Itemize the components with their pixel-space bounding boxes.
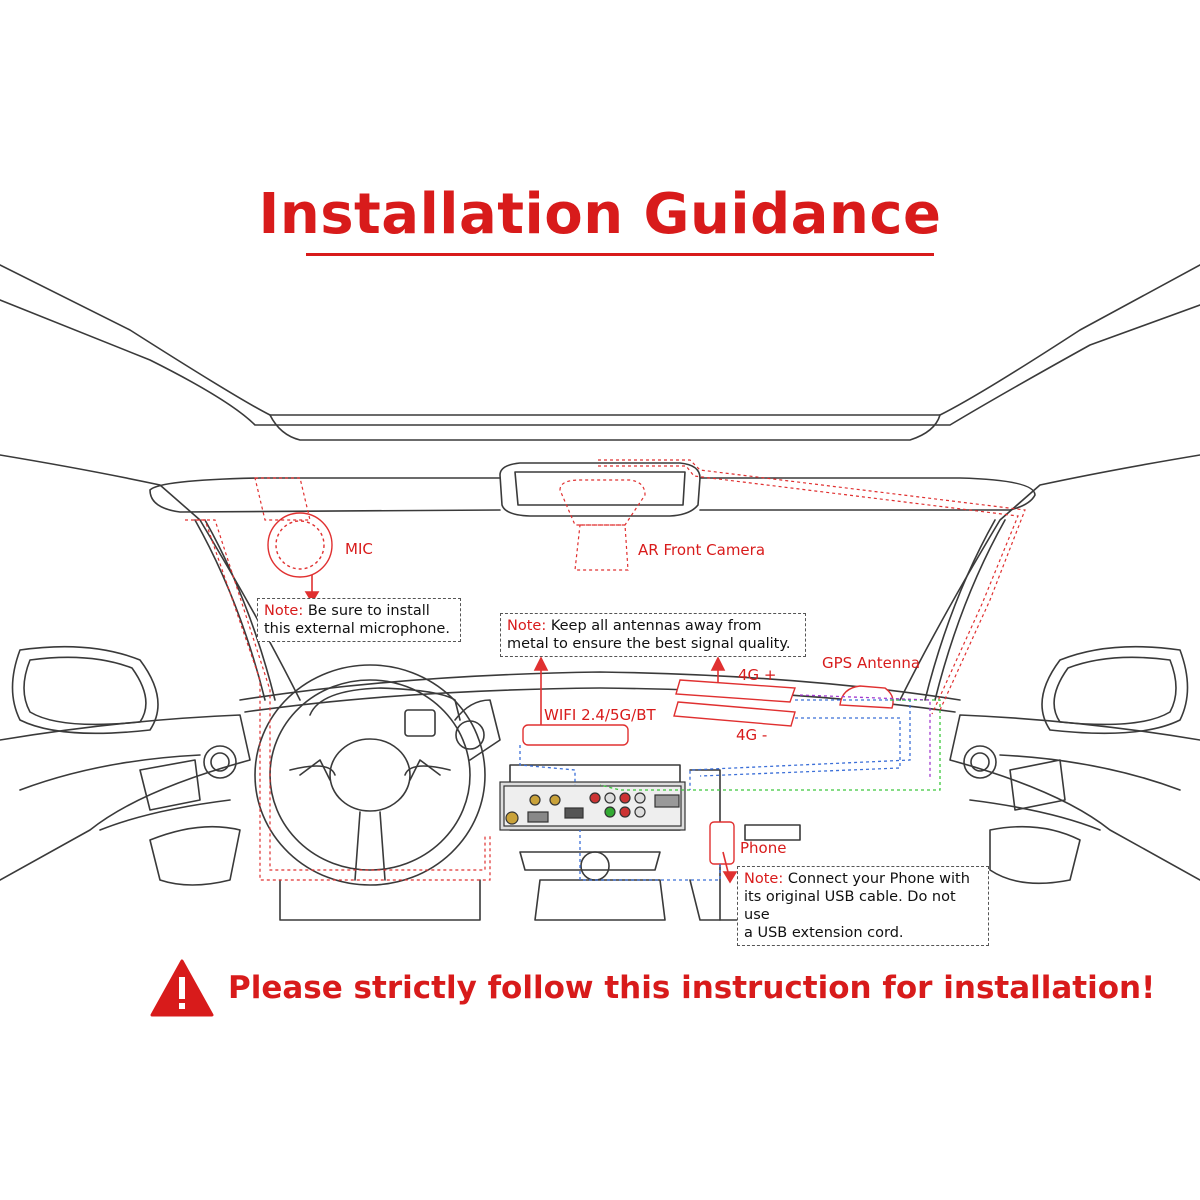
right-side-mirror [1041,645,1189,735]
antenna-note: Note: Keep all antennas away from metal … [500,613,806,657]
wifi-label: WIFI 2.4/5G/BT [544,706,656,724]
phone-note: Note: Connect your Phone with its origin… [737,866,989,946]
note-line: Connect your Phone with [783,871,970,887]
sun-visor [149,477,1036,513]
front-camera-label: AR Front Camera [638,541,766,559]
note-line: this external microphone. [264,621,450,637]
mic-note: Note: Be sure to install this external m… [257,598,461,642]
gps-antenna-label: GPS Antenna [822,654,921,672]
steering-wheel [254,664,486,886]
title-underline [306,253,934,256]
lte-minus-label: 4G - [736,726,768,744]
note-keyword: Note: [264,603,304,619]
note-line: metal to ensure the best signal quality. [507,636,791,652]
note-line: a USB extension cord. [744,925,904,941]
rear-view-mirror [499,462,701,517]
wifi-antenna [522,724,629,746]
note-keyword: Note: [507,618,547,634]
note-line: Be sure to install [303,603,430,619]
warning-text: Please strictly follow this instruction … [228,970,1156,1006]
mic-device [267,512,333,578]
left-side-mirror [11,645,159,735]
warning-triangle-icon [150,959,214,1017]
note-line: Keep all antennas away from [546,618,762,634]
head-unit [499,781,686,831]
page-title: Installation Guidance [258,182,942,247]
roof-outline [0,264,1200,416]
mic-label: MIC [345,540,373,558]
lte-minus-antenna [673,701,796,727]
phone-label: Phone [740,839,787,857]
note-keyword: Note: [744,871,784,887]
note-line: its original USB cable. Do not use [744,889,956,923]
lte-plus-antenna [675,679,796,703]
warning-banner [150,959,214,1017]
lte-plus-label: 4G + [738,666,777,684]
phone-device [709,821,735,865]
antennas [522,679,894,865]
